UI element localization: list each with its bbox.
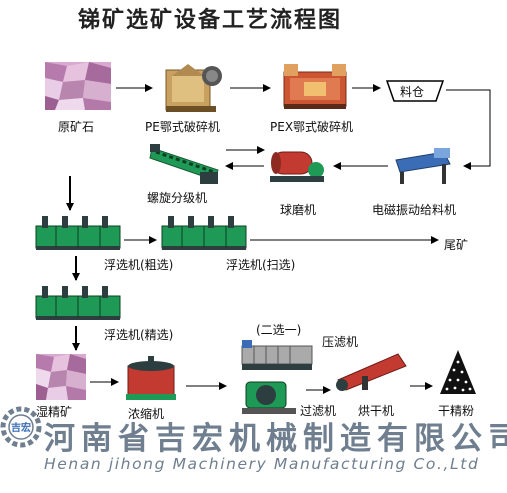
flotation-clean-label: 浮选机(精选) [104, 328, 174, 342]
raw-ore-label: 原矿石 [58, 120, 95, 134]
thickener-label: 浓缩机 [128, 407, 165, 421]
tailings-label: 尾矿 [444, 238, 469, 252]
spiral-classifier-label: 螺旋分级机 [147, 191, 208, 205]
thickener-image [124, 356, 178, 402]
dryer-image [334, 350, 408, 392]
diagram-title: 锑矿选矿设备工艺流程图 [78, 8, 343, 33]
pe-jaw-crusher-label: PE鄂式破碎机 [145, 120, 220, 134]
pe-jaw-crusher-image [162, 56, 224, 114]
filter-image [240, 374, 300, 416]
pex-jaw-crusher-image [282, 64, 348, 110]
ball-mill-label: 球磨机 [280, 203, 317, 217]
flotation-machine-scavenge-image [160, 214, 248, 252]
company-name-en: Henan jihong Machinery Manufacturing Co.… [44, 455, 480, 473]
dryer-label: 烘干机 [358, 404, 395, 418]
filter-label: 过滤机 [300, 404, 337, 418]
company-name-cn: 河南省吉宏机械制造有限公司 [44, 421, 507, 457]
filter-press-image [240, 338, 314, 372]
spiral-classifier-image [148, 140, 220, 188]
ore-bin-shape [385, 80, 445, 102]
second-separation-label: (二选一) [256, 323, 302, 337]
wet-concentrate-image [36, 354, 86, 400]
electromagnetic-feeder-image [394, 146, 456, 186]
dry-concentrate-image [438, 348, 478, 396]
wet-concentrate-label: 湿精矿 [36, 405, 73, 419]
flotation-rough-label: 浮选机(粗选) [104, 258, 174, 272]
dry-concentrate-label: 干精粉 [438, 404, 475, 418]
pex-jaw-crusher-label: PEX鄂式破碎机 [270, 120, 354, 134]
ore-bin-label: 料仓 [400, 85, 425, 99]
ball-mill-image [268, 146, 326, 186]
raw-ore-image [45, 62, 111, 110]
electromagnetic-feeder-label: 电磁振动给料机 [372, 203, 457, 217]
filter-press-label: 压滤机 [322, 335, 359, 349]
flotation-machine-rough-image [34, 214, 122, 252]
flotation-machine-clean-image [34, 284, 122, 322]
svg-text:吉宏: 吉宏 [11, 421, 31, 434]
company-logo: 吉宏 [0, 406, 42, 448]
flotation-scavenge-label: 浮选机(扫选) [226, 258, 296, 272]
